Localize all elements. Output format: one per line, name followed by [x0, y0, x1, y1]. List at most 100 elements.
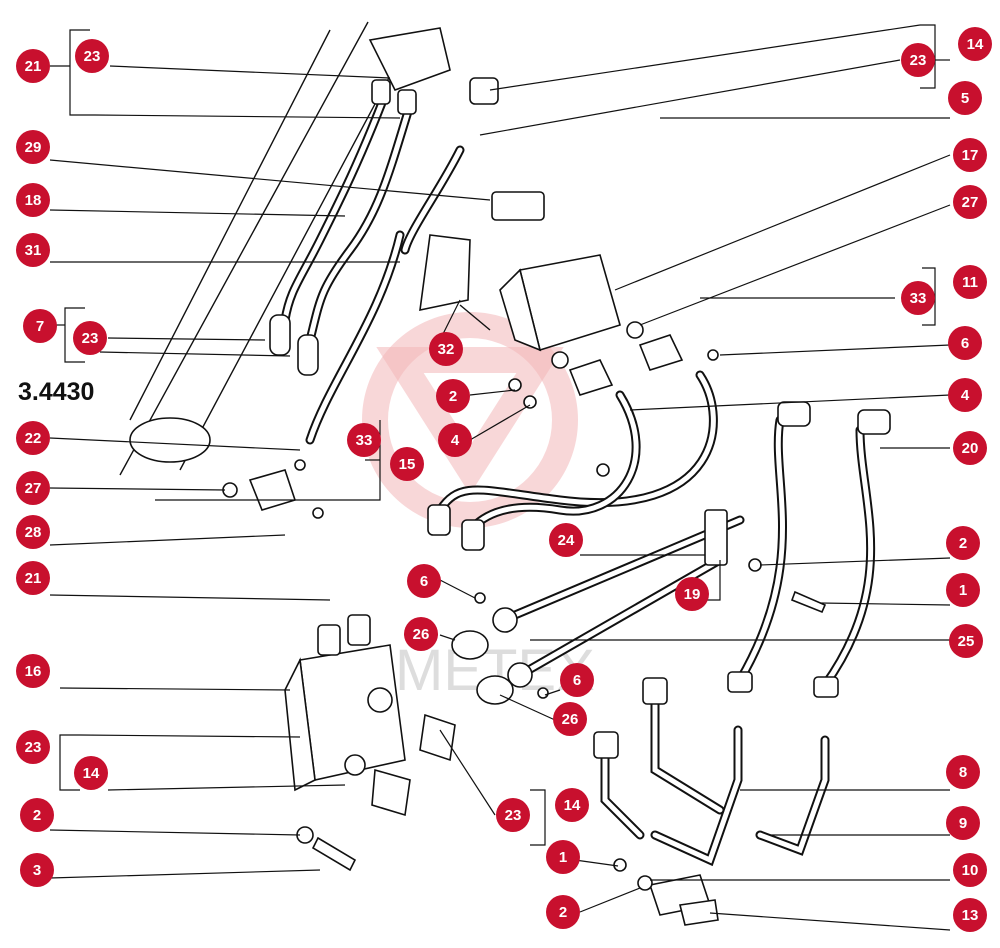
right-hoses [727, 401, 891, 698]
callout-badge: 24 [549, 523, 583, 557]
callout-badge: 2 [546, 895, 580, 929]
callout-badge: 16 [16, 654, 50, 688]
callout-badge-circle [546, 895, 580, 929]
flanges [508, 321, 684, 409]
callout-badge: 13 [953, 898, 987, 932]
callout-badge-circle [16, 730, 50, 764]
callout-number: 23 [84, 48, 101, 65]
callout-badge: 26 [553, 702, 587, 736]
callout-number: 6 [420, 573, 428, 590]
callout-number: 25 [958, 633, 975, 650]
callout-badge: 29 [16, 130, 50, 164]
callout-number: 16 [25, 663, 42, 680]
callout-badge-circle [16, 130, 50, 164]
callout-badge-circle [16, 561, 50, 595]
callout-badge: 6 [948, 326, 982, 360]
callout-number: 20 [962, 440, 979, 457]
callout-number: 3 [33, 862, 41, 879]
callout-badge-circle [953, 265, 987, 299]
callout-number: 4 [451, 432, 460, 449]
leader-lines-right [479, 24, 951, 931]
callout-number: 14 [564, 797, 581, 814]
callout-badge: 31 [16, 233, 50, 267]
callout-badge-circle [953, 898, 987, 932]
callout-badge-circle [946, 755, 980, 789]
callout-badge: 18 [16, 183, 50, 217]
callout-number: 23 [25, 739, 42, 756]
callout-number: 27 [25, 480, 42, 497]
callout-badge-circle [553, 702, 587, 736]
callout-badge: 2 [946, 526, 980, 560]
callout-number: 26 [413, 626, 430, 643]
callout-badge: 11 [953, 265, 987, 299]
callout-badge-circle [16, 421, 50, 455]
callout-number: 24 [558, 532, 575, 549]
callout-badge-circle [546, 840, 580, 874]
callout-badge: 19 [675, 577, 709, 611]
fasteners [222, 349, 827, 891]
callout-badge: 9 [946, 806, 980, 840]
callout-number: 14 [967, 36, 984, 53]
callout-badge-circle [555, 788, 589, 822]
callout-badge-circle [953, 431, 987, 465]
callout-badge-circle [946, 526, 980, 560]
callout-badge: 8 [946, 755, 980, 789]
callout-badge-circle [436, 379, 470, 413]
callout-badge-circle [16, 183, 50, 217]
callout-number: 19 [684, 586, 701, 603]
callout-badge: 14 [555, 788, 589, 822]
callout-badge-circle [496, 798, 530, 832]
callout-badge-circle [953, 853, 987, 887]
callout-badge-circle [901, 43, 935, 77]
callout-badge-circle [407, 564, 441, 598]
callout-number: 28 [25, 524, 42, 541]
callout-number: 18 [25, 192, 42, 209]
callout-number: 1 [559, 849, 567, 866]
middle-hose [248, 77, 499, 511]
callout-badge-circle [390, 447, 424, 481]
callout-badge-circle [953, 185, 987, 219]
callout-badge-circle [549, 523, 583, 557]
callout-badge: 15 [390, 447, 424, 481]
callout-badge: 33 [901, 281, 935, 315]
leader-lines-inner [155, 299, 721, 913]
callout-badge-circle [675, 577, 709, 611]
callout-badge: 7 [23, 309, 57, 343]
callout-number: 33 [356, 432, 373, 449]
callout-badge: 25 [949, 624, 983, 658]
callout-badge: 6 [407, 564, 441, 598]
callout-number: 32 [438, 341, 455, 358]
crossing-hoses [427, 370, 718, 551]
callout-badge: 17 [953, 138, 987, 172]
callout-badge-circle [16, 233, 50, 267]
callout-number: 7 [36, 318, 44, 335]
callout-badge: 21 [16, 561, 50, 595]
callout-number: 2 [33, 807, 41, 824]
callout-badge: 23 [16, 730, 50, 764]
leader-lines-left [49, 29, 491, 879]
callout-badge: 14 [958, 27, 992, 61]
callout-number: 27 [962, 194, 979, 211]
callout-badge-circle [948, 81, 982, 115]
callout-badge: 20 [953, 431, 987, 465]
callout-number: 4 [961, 387, 970, 404]
callout-number: 2 [449, 388, 457, 405]
callout-badge: 27 [16, 471, 50, 505]
callout-badge-circle [347, 423, 381, 457]
callout-badge: 10 [953, 853, 987, 887]
callout-badge-circle [946, 806, 980, 840]
callout-number: 21 [25, 58, 42, 75]
callout-badge: 22 [16, 421, 50, 455]
callout-badge-circle [958, 27, 992, 61]
callout-badge-circle [75, 39, 109, 73]
distributor-block [284, 614, 514, 872]
callout-badge: 23 [73, 321, 107, 355]
callout-badge-circle [16, 654, 50, 688]
callout-badge-circle [16, 49, 50, 83]
callout-badge-circle [949, 624, 983, 658]
callout-badge: 2 [20, 798, 54, 832]
callout-number: 10 [962, 862, 979, 879]
callout-badge-circle [23, 309, 57, 343]
